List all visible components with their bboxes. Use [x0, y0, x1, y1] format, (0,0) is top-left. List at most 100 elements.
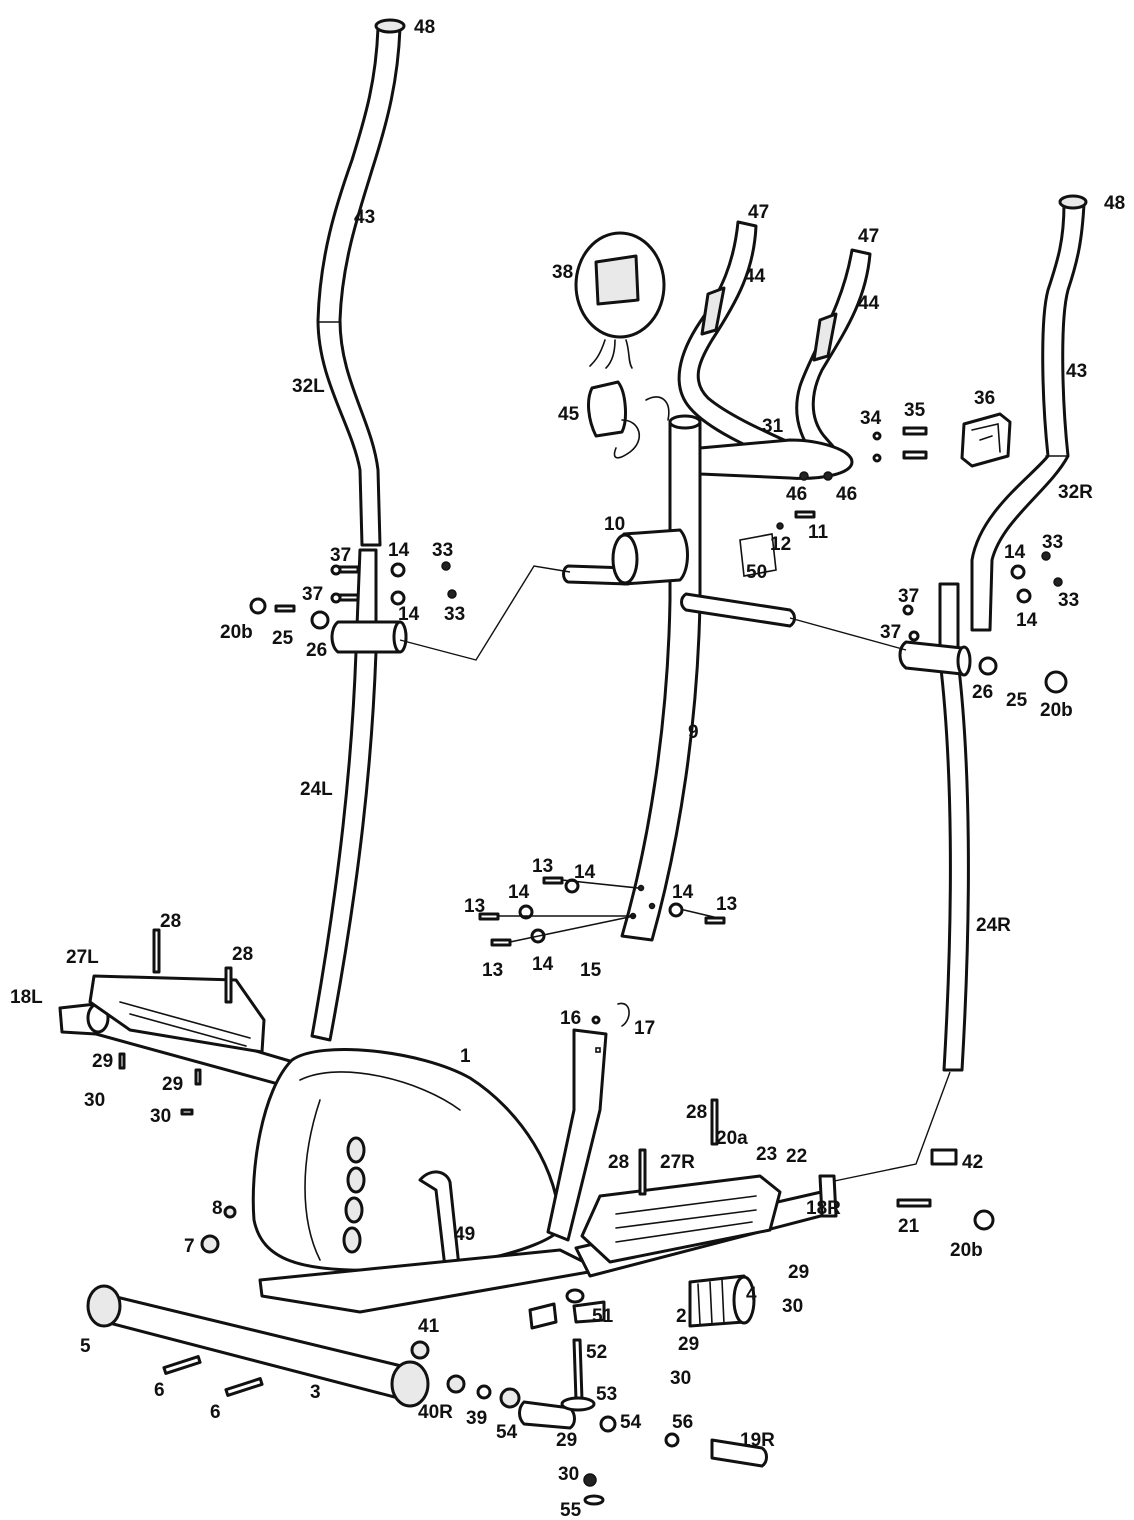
console [574, 231, 666, 369]
part-label: 28 [160, 911, 181, 932]
part-label: 30 [558, 1464, 579, 1485]
part-label: 27R [660, 1152, 695, 1173]
part-label: 28 [232, 944, 253, 965]
fastener-marks [118, 551, 1063, 1116]
part-label: 28 [608, 1152, 629, 1173]
part-label: 33 [444, 604, 465, 625]
main-upright-post [620, 414, 702, 942]
part-label: 25 [272, 628, 294, 649]
part-label: 2 [676, 1306, 687, 1327]
part-label: 55 [560, 1500, 582, 1520]
part-label: 21 [898, 1216, 920, 1237]
part-label: 11 [808, 522, 829, 543]
part-label: 38 [552, 262, 573, 283]
part-label: 43 [354, 207, 375, 228]
part-label: 20a [716, 1128, 748, 1149]
left-lower-arm [310, 548, 408, 1042]
part-label: 14 [508, 882, 530, 903]
part-label: 4 [746, 1284, 757, 1305]
part-label: 56 [672, 1412, 693, 1433]
part-label: 54 [620, 1412, 642, 1433]
part-label: 33 [432, 540, 453, 561]
part-label: 40R [418, 1402, 453, 1423]
left-upper-handlebar [316, 18, 406, 547]
part-label: 8 [212, 1198, 223, 1219]
part-label: 37 [898, 586, 919, 607]
part-label: 47 [858, 226, 879, 247]
part-label: 18R [806, 1198, 841, 1219]
part-label: 35 [904, 400, 926, 421]
part-label: 20b [220, 622, 253, 643]
axle-and-wheel-hardware [200, 1148, 995, 1506]
part-label: 28 [686, 1102, 707, 1123]
part-label: 5 [80, 1336, 91, 1357]
part-label: 37 [302, 584, 323, 605]
part-label: 46 [786, 484, 807, 505]
pulse-grip-housing [587, 380, 670, 459]
part-label: 10 [604, 514, 625, 535]
part-label: 29 [92, 1051, 113, 1072]
rear-stabilizer [86, 1284, 430, 1408]
part-label: 18L [10, 987, 43, 1008]
part-label: 17 [634, 1018, 655, 1039]
part-label: 15 [580, 960, 602, 981]
part-label: 29 [556, 1430, 577, 1451]
part-label: 36 [974, 388, 995, 409]
part-label: 51 [592, 1306, 614, 1327]
part-label: 43 [1066, 361, 1087, 382]
part-label: 32L [292, 376, 325, 397]
part-label: 16 [560, 1008, 581, 1029]
part-label: 48 [414, 17, 435, 38]
part-label: 47 [748, 202, 769, 223]
part-label: 45 [558, 404, 580, 425]
part-label: 24R [976, 915, 1011, 936]
part-label: 20b [950, 1240, 983, 1261]
flywheel-roller [688, 1274, 756, 1328]
console-bracket-hardware [872, 412, 1012, 468]
part-label: 53 [596, 1384, 617, 1405]
part-label: 13 [464, 896, 485, 917]
part-label: 33 [1058, 590, 1079, 611]
right-pedal-arm [574, 1098, 838, 1278]
part-label: 22 [786, 1146, 807, 1167]
part-label: 32R [1058, 482, 1093, 503]
part-label: 14 [398, 604, 420, 625]
part-label: 48 [1104, 193, 1125, 214]
part-label: 29 [162, 1074, 183, 1095]
part-label: 30 [782, 1296, 803, 1317]
right-upper-handlebar [970, 194, 1088, 632]
part-label: 19R [740, 1430, 775, 1451]
part-label: 14 [532, 954, 554, 975]
part-label: 27L [66, 947, 99, 968]
part-label: 30 [670, 1368, 691, 1389]
part-label: 20b [1040, 700, 1073, 721]
part-label: 13 [532, 856, 553, 877]
part-label: 7 [184, 1236, 195, 1257]
part-label: 14 [388, 540, 410, 561]
part-label: 52 [586, 1342, 607, 1363]
part-label: 37 [880, 622, 901, 643]
part-label: 37 [330, 545, 351, 566]
part-label: 44 [744, 266, 766, 287]
assembly-leader-lines [399, 565, 951, 1185]
part-label: 13 [716, 894, 737, 915]
part-label: 3 [310, 1382, 321, 1403]
part-label: 50 [746, 562, 767, 583]
part-label: 46 [836, 484, 857, 505]
part-label: 42 [962, 1152, 983, 1173]
part-label: 1 [460, 1046, 471, 1067]
part-label: 30 [150, 1106, 171, 1127]
part-label: 39 [466, 1408, 487, 1429]
fixed-handlebar [677, 220, 872, 481]
part-label: 26 [306, 640, 327, 661]
part-label: 6 [210, 1402, 221, 1423]
left-pedal-arm [58, 928, 302, 1092]
right-lower-arm [898, 582, 1068, 1072]
part-label: 29 [678, 1334, 699, 1355]
part-label: 54 [496, 1422, 518, 1443]
part-label: 14 [1016, 610, 1038, 631]
part-label: 49 [454, 1224, 475, 1245]
part-label: 24L [300, 779, 333, 800]
